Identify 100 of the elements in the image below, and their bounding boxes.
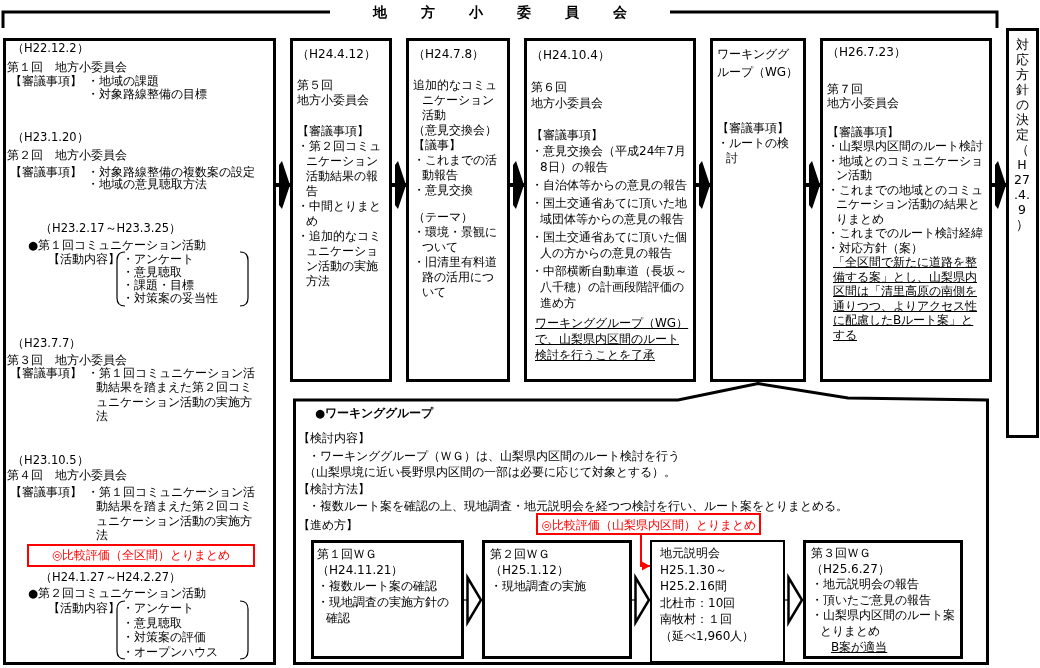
meeting-box <box>406 38 510 382</box>
box-text: （H24.10.4） <box>531 47 611 63</box>
box-text: ・国土交通省あてに頂いた地域団体等からの意見の報告 <box>531 195 688 227</box>
box-text: （H23.1.20） <box>12 129 89 145</box>
box-text: 第３回ＷＧ <box>811 546 872 562</box>
title: 地方小委員会 <box>330 3 670 21</box>
box-text: ・第１回コミュニケーション活動結果を踏まえた第２回コミュニケーション活動の実施方法 <box>87 365 256 424</box>
box-text: 南牧村：１回 <box>660 611 733 628</box>
box-text: B案が適当 <box>831 640 889 656</box>
box-text: ・中間とりまとめ <box>297 199 382 229</box>
box-text: （意見交換会） <box>413 123 498 138</box>
box-text: （H25.6.27） <box>811 561 891 577</box>
box-text: ・第１回コミュニケーション活動結果を踏まえた第２回コミュニケーション活動の実施方法 <box>87 484 256 543</box>
box-text: 地方小委員会 <box>531 95 604 111</box>
box-text: ・これまでの地域とのコミュニケーション活動の結果とりまとめ <box>827 182 984 226</box>
box-text: ●第２回コミュニケーション活動 <box>28 585 207 601</box>
box-text: ・旧清里有料道路の活用について <box>413 255 498 300</box>
box-text: ・対策案の妥当性 <box>122 290 218 306</box>
box-text: ワーキンググループ（WG） <box>717 46 799 81</box>
box-text: 第５回 <box>297 78 334 93</box>
box-text: 地方小委員会 <box>827 96 900 111</box>
chevron-arrow <box>784 576 804 624</box>
box-text: 地方小委員会 <box>297 93 370 108</box>
box-text: 第６回 <box>531 79 568 95</box>
box-text: ・中部横断自動車道（長坂～八千穂）の計画段階評価の進め方 <box>531 263 688 311</box>
box-text: 【審議事項】 <box>10 484 82 500</box>
meeting-box <box>820 38 992 382</box>
meeting-box <box>524 38 696 382</box>
box-text: 【審議事項】 <box>10 365 82 381</box>
box-text: 北杜市：10回 <box>660 594 737 611</box>
box-text: 【活動内容】 <box>48 600 120 616</box>
box-text: ●第１回コミュニケーション活動 <box>28 237 207 253</box>
box-text: ・複数ルート案を確認の上、現地調査・地元説明会を経つつ検討を行い、ルート案をとりまとめる。 <box>308 498 848 514</box>
box-text: 【議事】 <box>413 138 462 153</box>
box-text: 【検討内容】 <box>298 430 370 446</box>
arrow <box>640 534 651 571</box>
box-text: ・地域の課題 <box>87 73 159 88</box>
box-text: ・地元説明会の報告 <box>811 577 920 593</box>
box-text: 【審議事項】 <box>531 127 604 143</box>
box-text: （H23.7.7） <box>12 335 82 351</box>
box-text: （H24.7.8） <box>413 47 486 62</box>
meeting-box <box>3 38 276 665</box>
box-text: ・意見聴取 <box>122 615 182 631</box>
box-text: ・意見聴取 <box>122 264 182 279</box>
box-text: 【審議事項】 <box>827 124 900 139</box>
box-text: 【審議事項】 <box>297 124 370 139</box>
box-text: ・地域とのコミュニケーション活動 <box>827 153 984 183</box>
callout-panel <box>293 382 989 665</box>
box-text: 第３回 地方小委員会 <box>7 352 127 367</box>
box-text: ・対策案の評価 <box>122 629 206 645</box>
vertical-text: 対応方針の決定（H27.4.9） <box>1014 37 1030 232</box>
highlight-box <box>27 544 255 567</box>
decision-box <box>1006 28 1039 438</box>
box-text: （山梨県境に近い長野県内区間の一部は必要に応じて対象とする）。 <box>304 464 676 480</box>
box-text: （H22.12.2） <box>12 40 89 56</box>
step-box <box>803 540 963 659</box>
box-text: ・これまでの活動報告 <box>413 153 498 183</box>
box-text: 第２回 地方小委員会 <box>7 147 127 163</box>
meeting-box <box>290 38 392 382</box>
box-text: 「全区間で新たに道路を整備する案」とし、山梨県内区間は「清里高原の南側を通りつつ、よりアクセス性に配慮したBルート案」とする <box>833 255 978 342</box>
box-text: ・オープンハウス <box>122 644 218 660</box>
box-text: ・環境・景観について <box>413 225 498 255</box>
box-text: 第２回ＷＧ <box>490 546 551 562</box>
box-text: 第４回 地方小委員会 <box>7 467 127 483</box>
box-text: （延べ1,960人） <box>660 627 756 644</box>
box-text: （H24.4.12） <box>297 47 377 62</box>
box-text: ・課題・目標 <box>122 277 194 292</box>
box-text: ・ルートの検討 <box>717 136 790 166</box>
box-text: 追加的なコミュニケーション活動 <box>413 78 498 123</box>
box-text: （H23.2.17～H23.3.25） <box>40 220 182 236</box>
box-text: H25.2.16間 <box>660 578 728 595</box>
meeting-box <box>710 38 806 382</box>
box-text: （H24.11.21） <box>317 562 405 578</box>
box-text: 【検討方法】 <box>298 481 370 497</box>
box-text: ・山梨県内区間のルート案とりまとめ <box>811 608 955 639</box>
box-text: ●ワーキンググループ <box>315 405 434 421</box>
box-text: （テーマ） <box>413 210 474 225</box>
highlight-text: ◎比較評価（山梨県内区間）とりまとめ <box>540 517 757 534</box>
box-text: ・意見交換会（平成24年7月8日）の報告 <box>531 143 687 175</box>
box-text: （H24.1.27～H24.2.27） <box>40 569 182 585</box>
box-text: 【審議事項】 <box>10 164 82 180</box>
box-text: ・第２回コミュニケーション活動結果の報告 <box>297 139 382 199</box>
box-text: ・複数ルート案の確認 <box>317 578 438 594</box>
box-text: ・アンケート <box>122 600 194 616</box>
box-text: ・ワーキンググループ（ＷＧ）は、山梨県内区間のルート検討を行う <box>308 448 680 464</box>
box-text: ワーキンググループ（WG）で、山梨県内区間のルート検討を行うことを了承 <box>535 315 689 363</box>
box-text: （H26.7.23） <box>827 45 907 60</box>
box-text: ・アンケート <box>122 251 194 266</box>
box-text: 地元説明会 <box>660 545 721 562</box>
box-text: ・現地調査の実施方針の確認 <box>317 594 450 626</box>
box-text: 【審議事項】 <box>717 121 790 136</box>
box-text: ・対象路線整備の目標 <box>87 86 207 102</box>
box-text: H25.1.30～ <box>660 561 728 578</box>
box-text: ・これまでのルート検討経緯 <box>827 226 984 241</box>
box-text: ・現地調査の実施 <box>490 578 587 594</box>
chevron-arrow <box>463 576 483 624</box>
step-box <box>482 540 632 659</box>
box-text: 第１回ＷＧ <box>317 546 378 562</box>
box-text: ・国土交通省あてに頂いた個人の方からの意見の報告 <box>531 229 688 261</box>
box-text: 第１回 地方小委員会 <box>7 59 127 75</box>
